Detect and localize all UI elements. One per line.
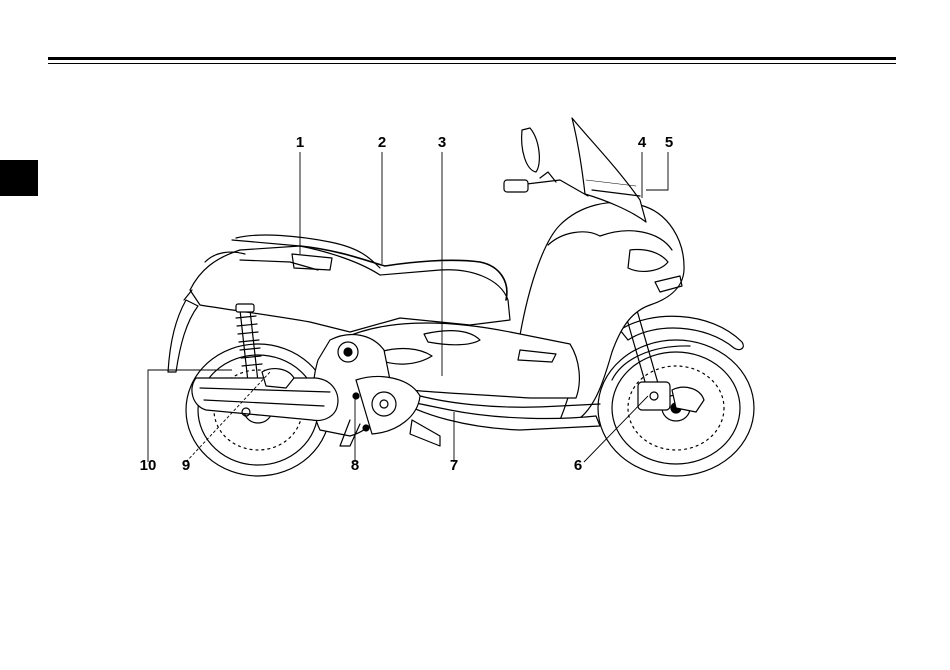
callout-5: 5 xyxy=(665,134,673,151)
callout-10: 10 xyxy=(140,457,157,474)
callout-1: 1 xyxy=(296,134,304,151)
callout-4: 4 xyxy=(638,134,647,151)
callout-8: 8 xyxy=(351,457,359,474)
rear-mudguard xyxy=(168,300,198,372)
callout-3: 3 xyxy=(438,134,446,151)
callout-2: 2 xyxy=(378,134,386,151)
rear-body xyxy=(190,246,510,332)
scooter-drawing xyxy=(168,118,754,476)
callout-7: 7 xyxy=(450,457,458,474)
callout-6: 6 xyxy=(574,457,582,474)
handlebar xyxy=(504,128,588,196)
leader-5 xyxy=(646,152,668,190)
callout-9: 9 xyxy=(182,457,190,474)
